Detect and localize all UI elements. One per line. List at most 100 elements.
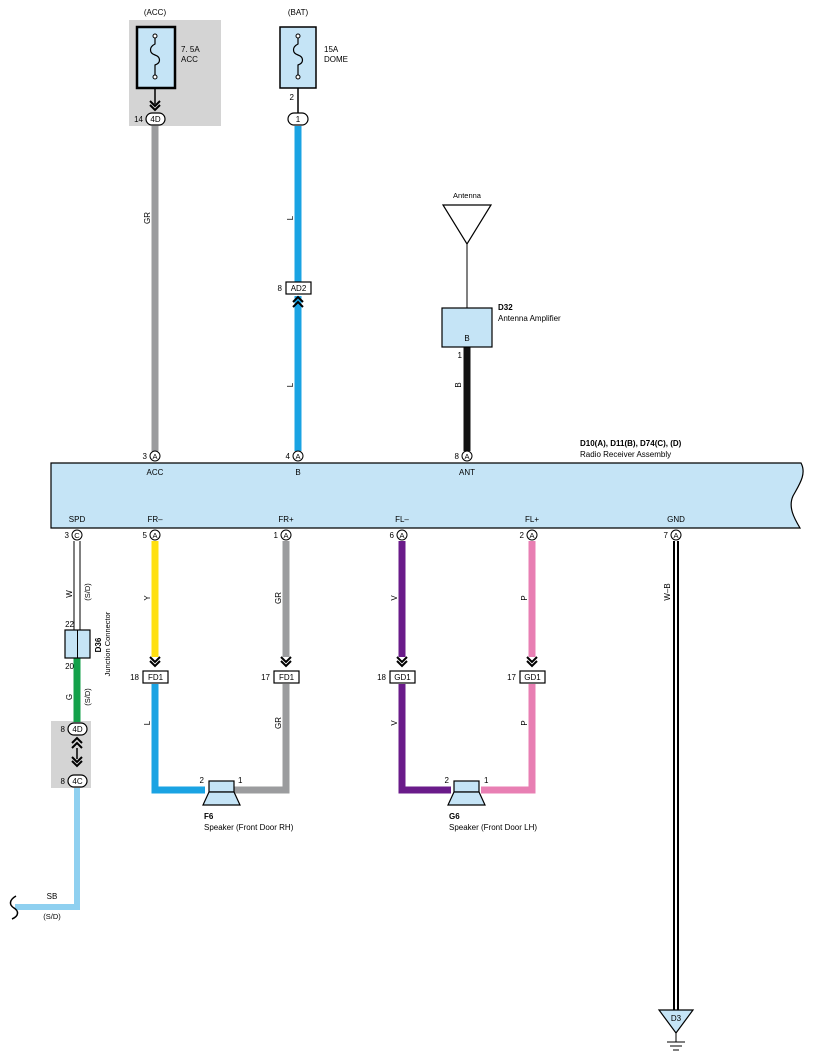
antenna-amp-pin: 1 [458, 351, 463, 360]
gd1-plus-pin: 17 [507, 673, 516, 682]
radio-bottom-pin-marker [396, 529, 408, 541]
radio-bottom-pin: FL+ A 2 [520, 515, 539, 541]
speaker-lh-name: Speaker (Front Door LH) [449, 823, 537, 832]
radio-top-pin-marker [149, 450, 161, 462]
radio-bottom-pin-number: 7 [664, 531, 669, 540]
wire-note-spd-g: (S/D) [83, 688, 92, 706]
radio-bottom-pin: FL– A 6 [390, 515, 409, 541]
radio-bottom-pin-marker [526, 529, 538, 541]
fuse-acc-terminal-top [152, 33, 158, 39]
antenna-amp-terminal: B [464, 334, 469, 343]
radio-bottom-pin-conn: A [399, 531, 404, 540]
radio-top-pin-conn: A [464, 452, 469, 461]
jc-name: Junction Connector [103, 611, 112, 676]
wire-fl-plus-p-bottom [481, 684, 536, 794]
arrow-up-icon [292, 295, 304, 308]
spd-connector-4d [67, 722, 88, 736]
wire-note-spd-w: (S/D) [83, 583, 92, 601]
ground-point-icon [657, 1009, 695, 1035]
speaker-rh-icon [202, 780, 241, 806]
wire-label-fl-plus-bottom: P [520, 720, 529, 725]
radio-top-pin: A 3 ACC [143, 450, 164, 477]
radio-bottom-pin: SPD C 3 [65, 515, 86, 541]
wire-fr-plus-gr-bottom [234, 684, 290, 794]
wire-label-fr-minus-bottom: L [143, 720, 152, 725]
radio-top-pin-marker [292, 450, 304, 462]
ad2-connector-name: AD2 [291, 284, 307, 293]
radio-bottom-pin-number: 3 [65, 531, 70, 540]
radio-bottom-pin-conn: A [529, 531, 534, 540]
antenna-icon [441, 204, 493, 246]
wire-label-fr-plus-bottom: GR [274, 717, 283, 729]
wire-note-spd-sb: (S/D) [43, 912, 61, 921]
bat-fuse-rating: 15A [324, 45, 339, 54]
gd1-connector-plus [519, 670, 546, 684]
radio-bottom-pin-label: FR– [147, 515, 163, 524]
radio-top-pin: A 8 ANT [455, 450, 475, 477]
antenna-amp-name: Antenna Amplifier [498, 314, 561, 323]
radio-bottom-pin-label: FL– [395, 515, 409, 524]
ad2-connector [285, 281, 312, 295]
radio-bottom-pin-number: 6 [390, 531, 395, 540]
jc-pin-top: 22 [65, 620, 74, 629]
radio-top-pin-number: 3 [143, 452, 148, 461]
arrow-down-icon [280, 656, 292, 667]
fuse-bat-terminal-top [295, 33, 301, 39]
wire-fl-minus-v-bottom [398, 684, 451, 794]
wire-label-fl-minus-top: V [390, 595, 399, 601]
acc-connector-pin: 14 [134, 115, 143, 124]
fd1-minus-name: FD1 [148, 673, 164, 682]
radio-top-pin-conn: A [295, 452, 300, 461]
radio-top-pin-marker [461, 450, 473, 462]
jc-pin-bottom: 20 [65, 662, 74, 671]
spd-connector-4c-pin: 8 [61, 777, 66, 786]
gd1-minus-pin: 18 [377, 673, 386, 682]
speaker-rh-pin-plus: 1 [238, 776, 243, 785]
radio-bottom-pin-conn: A [283, 531, 288, 540]
arrow-down-icon [396, 656, 408, 667]
antenna-amp-code: D32 [498, 303, 513, 312]
fd1-plus-pin: 17 [261, 673, 270, 682]
wire-label-spd-g: G [65, 694, 74, 700]
radio-bottom-pin-label: FL+ [525, 515, 539, 524]
ground-point-label: D3 [671, 1014, 682, 1023]
acc-connector [145, 112, 166, 126]
wire-label-fl-minus-bottom: V [390, 720, 399, 726]
wire-label-spd-sb: SB [47, 892, 58, 901]
speaker-rh-code: F6 [204, 812, 214, 821]
arrow-up-icon [71, 736, 83, 749]
radio-receiver-body [50, 462, 804, 529]
gd1-plus-name: GD1 [524, 673, 541, 682]
speaker-lh-pin-minus: 2 [445, 776, 450, 785]
acc-source-label: (ACC) [144, 8, 167, 17]
acc-connector-name: 4D [150, 115, 160, 124]
ad2-connector-pin: 8 [278, 284, 283, 293]
radio-bottom-pin-label: FR+ [278, 515, 294, 524]
speaker-lh-pin-plus: 1 [484, 776, 489, 785]
fd1-minus-pin: 18 [130, 673, 139, 682]
speaker-lh-icon [447, 780, 486, 806]
spd-connector-4d-pin: 8 [61, 725, 66, 734]
wire-label-bat-top: L [286, 215, 295, 220]
fuse-acc-element-icon [149, 37, 161, 76]
radio-bottom-pin-conn: A [152, 531, 157, 540]
radio-bottom-pin: GND A 7 [664, 515, 685, 541]
speaker-rh-pin-minus: 2 [200, 776, 205, 785]
bat-connector-name: 1 [296, 115, 301, 124]
radio-top-pin: A 4 B [286, 450, 304, 477]
speaker-rh-name: Speaker (Front Door RH) [204, 823, 294, 832]
wire-break-icon [9, 895, 19, 920]
arrow-down-icon [526, 656, 538, 667]
radio-bottom-pin-marker [670, 529, 682, 541]
radio-top-pin-number: 4 [286, 452, 291, 461]
antenna-label: Antenna [453, 191, 482, 200]
fuse-bat-element-icon [292, 37, 304, 76]
radio-bottom-pin-label: SPD [69, 515, 86, 524]
wire-label-acc: GR [143, 212, 152, 224]
radio-bottom-pin-conn: A [673, 531, 678, 540]
acc-fuse-name: ACC [181, 55, 198, 64]
fuse-acc-terminal-bottom [152, 74, 158, 80]
fd1-connector-plus [273, 670, 300, 684]
ground-symbol-icon [667, 1033, 685, 1051]
